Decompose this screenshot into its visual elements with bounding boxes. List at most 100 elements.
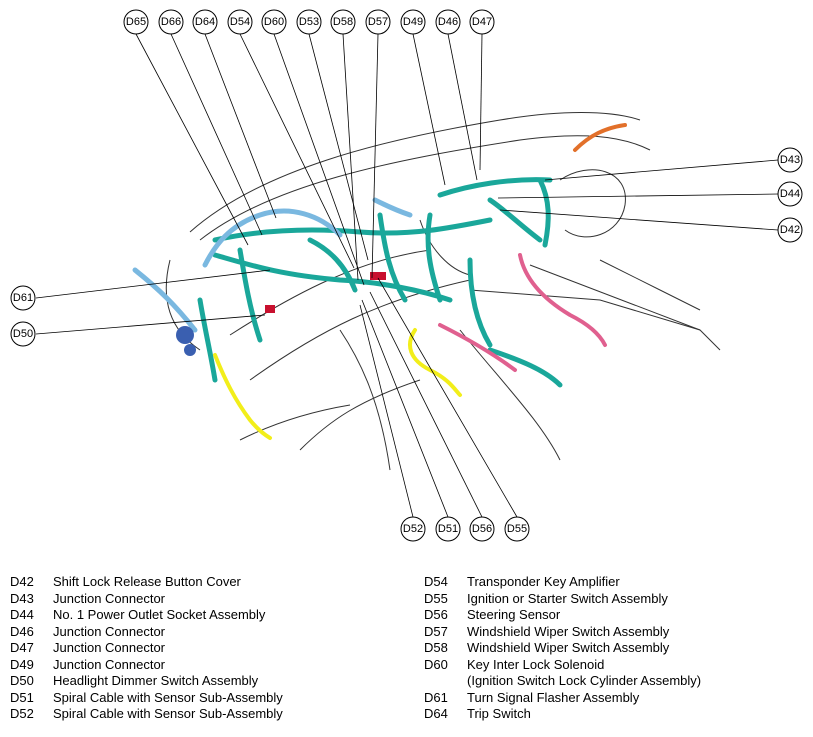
legend-code: D61 — [424, 689, 448, 705]
legend-code: D51 — [10, 689, 34, 705]
legend-item: D64 Trip Switch — [424, 706, 701, 723]
legend-desc: Steering Sensor — [467, 607, 561, 622]
svg-text:D58: D58 — [333, 16, 353, 28]
callout-D65: D65 — [123, 9, 149, 35]
legend-desc: Windshield Wiper Switch Assembly — [467, 640, 670, 655]
callout-D44: D44 — [777, 181, 803, 207]
svg-text:D49: D49 — [403, 16, 423, 28]
callout-D61: D61 — [10, 285, 36, 311]
legend-item: D46 Junction Connector — [10, 624, 283, 641]
leader-lines — [35, 33, 779, 518]
legend-code: D42 — [10, 574, 34, 589]
callout-D46: D46 — [435, 9, 461, 35]
legend-code: D49 — [10, 656, 34, 672]
light-blue-harness — [132, 197, 413, 333]
main-harness — [197, 177, 563, 388]
legend-desc: Spiral Cable with Sensor Sub-Assembly — [53, 689, 283, 705]
svg-text:D56: D56 — [472, 523, 492, 535]
callout-D57: D57 — [365, 9, 391, 35]
svg-text:D64: D64 — [195, 16, 215, 28]
callout-D47: D47 — [469, 9, 495, 35]
svg-text:D65: D65 — [126, 16, 146, 28]
legend-code: D47 — [10, 640, 34, 655]
legend-desc: Ignition or Starter Switch Assembly — [467, 590, 668, 606]
legend-desc: Junction Connector — [53, 656, 166, 672]
orange-harness — [573, 123, 627, 152]
dashboard-outline — [165, 112, 721, 471]
legend-desc: Key Inter Lock Solenoid — [467, 656, 605, 672]
legend-item: D54 Transponder Key Amplifier — [424, 574, 701, 591]
callout-D56: D56 — [469, 516, 495, 542]
legend-desc: Headlight Dimmer Switch Assembly — [53, 673, 259, 688]
legend-item: D49 Junction Connector — [10, 657, 283, 674]
legend-desc: Shift Lock Release Button Cover — [53, 574, 241, 589]
callout-D60: D60 — [261, 9, 287, 35]
callout-D51: D51 — [435, 516, 461, 542]
svg-text:D60: D60 — [264, 16, 284, 28]
callout-D53: D53 — [296, 9, 322, 35]
callout-D64: D64 — [192, 9, 218, 35]
svg-text:D66: D66 — [161, 16, 181, 28]
svg-text:D57: D57 — [368, 16, 388, 28]
callout-D55: D55 — [504, 516, 530, 542]
legend-desc: Junction Connector — [53, 590, 166, 606]
legend-code: D44 — [10, 607, 34, 622]
legend-item: D57 Windshield Wiper Switch Assembly — [424, 624, 701, 641]
legend-desc: Windshield Wiper Switch Assembly — [467, 623, 670, 639]
pink-harness — [438, 253, 607, 372]
legend-code: D52 — [10, 706, 34, 721]
legend-desc: No. 1 Power Outlet Socket Assembly — [53, 607, 266, 622]
legend-item: D56 Steering Sensor — [424, 607, 701, 624]
legend-code: D55 — [424, 590, 448, 606]
svg-text:D54: D54 — [230, 16, 250, 28]
legend-item: D51 Spiral Cable with Sensor Sub-Assembly — [10, 690, 283, 707]
callout-D66: D66 — [158, 9, 184, 35]
red-harness — [265, 272, 386, 313]
legend-code: D54 — [424, 574, 448, 589]
legend-code: D46 — [10, 623, 34, 639]
legend-code: D43 — [10, 590, 34, 606]
yellow-harness — [213, 328, 462, 440]
callout-D58: D58 — [330, 9, 356, 35]
legend-desc: Junction Connector — [53, 640, 166, 655]
legend-item: D55 Ignition or Starter Switch Assembly — [424, 591, 701, 608]
legend-item: D47 Junction Connector — [10, 640, 283, 657]
svg-text:D50: D50 — [13, 328, 33, 340]
svg-text:D51: D51 — [438, 523, 458, 535]
navy-connector — [176, 326, 196, 356]
legend-item: D42 Shift Lock Release Button Cover — [10, 574, 283, 591]
callout-D49: D49 — [400, 9, 426, 35]
legend-code — [424, 673, 467, 690]
svg-text:D43: D43 — [780, 154, 800, 166]
legend-code: D50 — [10, 673, 34, 688]
svg-text:D53: D53 — [299, 16, 319, 28]
legend-code: D57 — [424, 623, 448, 639]
svg-text:D61: D61 — [13, 292, 33, 304]
legend-code: D60 — [424, 656, 448, 672]
legend-item: D50 Headlight Dimmer Switch Assembly — [10, 673, 283, 690]
legend-item: D43 Junction Connector — [10, 591, 283, 608]
legend-item: D44 No. 1 Power Outlet Socket Assembly — [10, 607, 283, 624]
callout-D43: D43 — [777, 147, 803, 173]
svg-text:D47: D47 — [472, 16, 492, 28]
svg-text:D52: D52 — [403, 523, 423, 535]
wiring-harness-diagram: D65 D66 D64 D54 D60 D53 D58 D57 D49 D46 … — [10, 9, 803, 542]
callout-D50: D50 — [10, 321, 36, 347]
legend-code: D64 — [424, 706, 448, 721]
legend-code: D56 — [424, 607, 448, 622]
svg-text:D42: D42 — [780, 224, 800, 236]
callout-D42: D42 — [777, 217, 803, 243]
legend-item: D60 Key Inter Lock Solenoid — [424, 657, 701, 674]
legend-desc: Junction Connector — [53, 623, 166, 639]
callout-D52: D52 — [400, 516, 426, 542]
svg-text:D55: D55 — [507, 523, 527, 535]
legend-desc: Transponder Key Amplifier — [467, 574, 620, 589]
callout-D54: D54 — [227, 9, 253, 35]
legend-right-column: D54 Transponder Key Amplifier D55 Ignition… — [424, 574, 701, 723]
svg-text:D46: D46 — [438, 16, 458, 28]
legend-item: (Ignition Switch Lock Cylinder Assembly) — [424, 673, 701, 690]
legend-desc: Trip Switch — [467, 706, 531, 721]
